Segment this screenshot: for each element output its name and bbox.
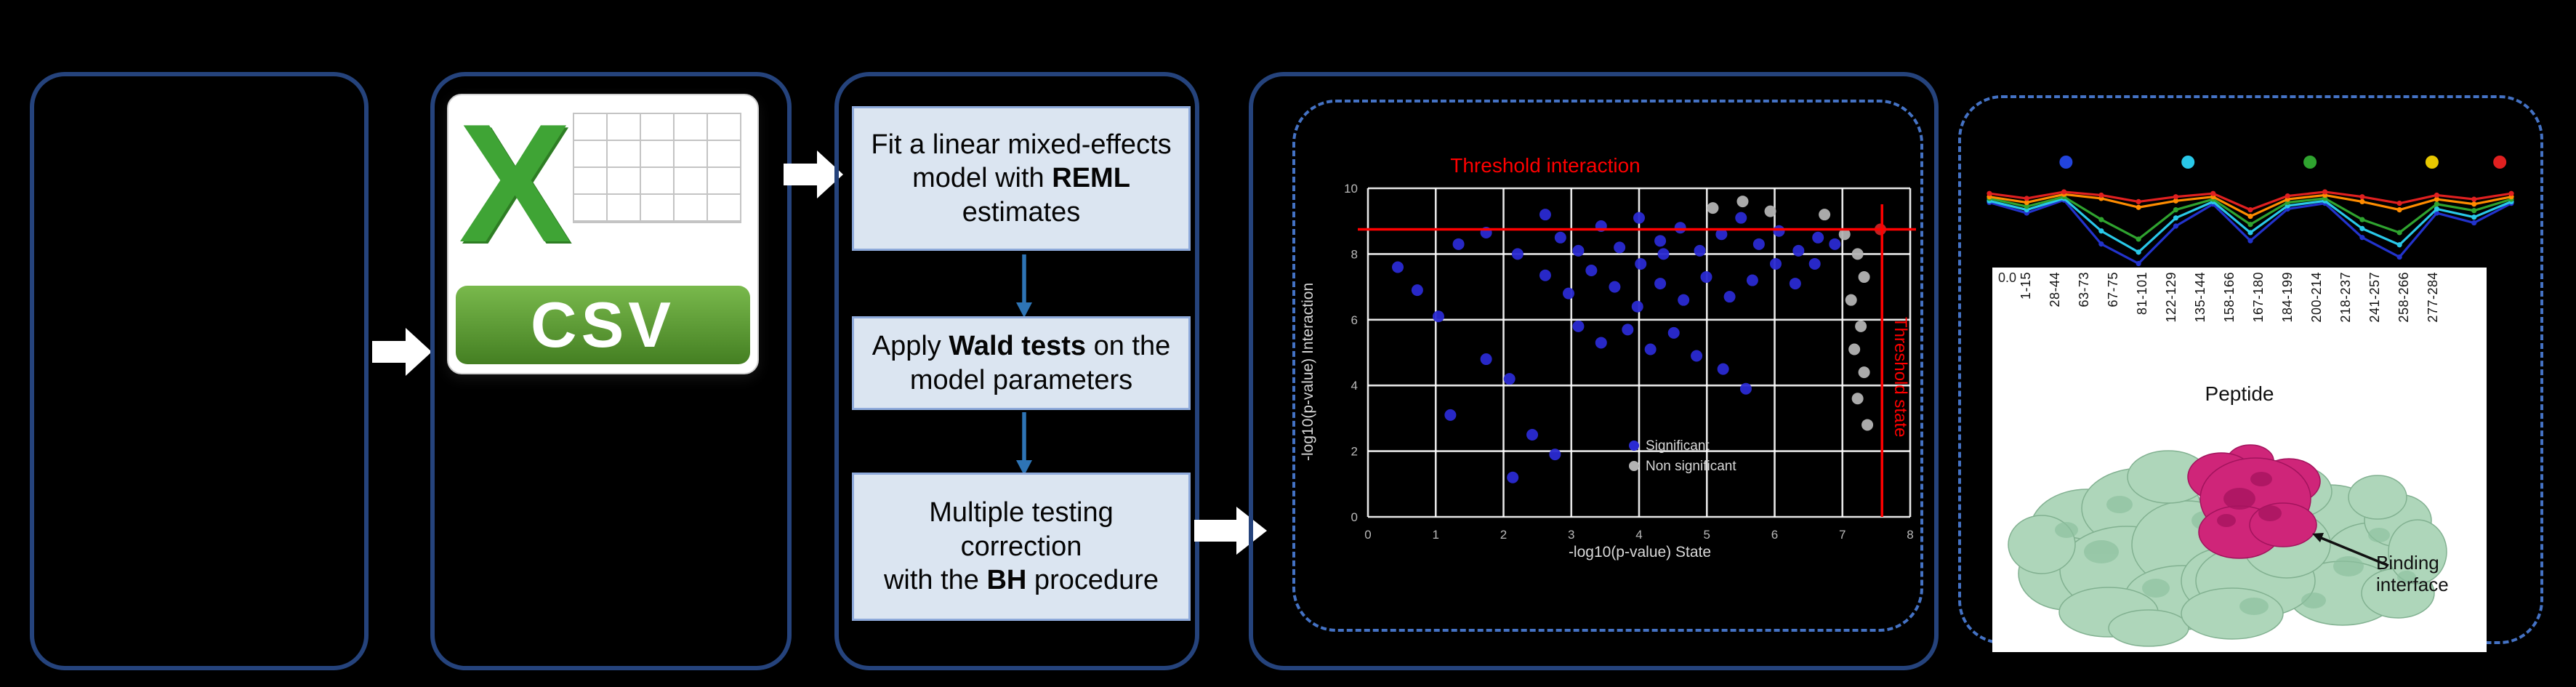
binding-caption-line1: Binding bbox=[2376, 552, 2439, 574]
panel-1 bbox=[30, 72, 369, 670]
svg-text:7: 7 bbox=[1839, 528, 1846, 542]
peptide-tick-label: 28-44 bbox=[2048, 272, 2062, 308]
svg-text:6: 6 bbox=[1351, 313, 1358, 327]
panel-statistical-model: Fit a linear mixed-effects model with RE… bbox=[834, 72, 1199, 670]
uptake-series bbox=[1987, 189, 2514, 267]
svg-text:4: 4 bbox=[1351, 379, 1358, 393]
scatter-dashed-frame bbox=[1292, 100, 1923, 632]
svg-text:2: 2 bbox=[1351, 445, 1358, 459]
panel-scatter-output: Threshold interaction 0 1 2 3 4 5 6 7 8 0 2 4 6 8 10 S… bbox=[1249, 72, 1939, 670]
panel-structure-output: 0.0 1-15 28-44 63-73 67-75 81-101 122-129 135-… bbox=[1958, 95, 2543, 670]
binding-interface-arrow-icon bbox=[2312, 533, 2389, 567]
panel-csv-input bbox=[430, 72, 792, 670]
peptide-tick-label: 63-73 bbox=[2077, 272, 2091, 308]
step1-text-end: estimates bbox=[962, 196, 1081, 228]
svg-text:8: 8 bbox=[1907, 528, 1913, 542]
scatter-grid bbox=[1367, 187, 1912, 518]
flow-arrow-right-icon bbox=[784, 150, 843, 198]
step3-text-end: procedure bbox=[1026, 565, 1159, 596]
peptide-tick-label: 200-214 bbox=[2309, 272, 2324, 323]
peptide-tick-label: 135-144 bbox=[2193, 272, 2207, 323]
svg-text:1: 1 bbox=[1433, 528, 1439, 542]
scatter-x-axis-label: -log10(p-value) State bbox=[1568, 544, 1712, 561]
peptide-tick-label: 218-237 bbox=[2338, 272, 2353, 323]
protein-surface-texture bbox=[2055, 496, 2416, 615]
step3-text: with the bbox=[883, 565, 987, 596]
step3-bold: BH bbox=[986, 565, 1027, 596]
excel-x-logo: X bbox=[459, 89, 571, 278]
svg-text:10: 10 bbox=[1344, 182, 1358, 196]
svg-text:Significant: Significant bbox=[1646, 438, 1710, 454]
csv-label: CSV bbox=[531, 289, 675, 361]
scatter-axis-ticks: 0 1 2 3 4 5 6 7 8 0 2 4 6 8 10 bbox=[1344, 182, 1914, 542]
svg-text:0: 0 bbox=[1364, 528, 1371, 542]
workflow-step-3: Multiple testing correction with the BH … bbox=[852, 473, 1191, 621]
svg-text:3: 3 bbox=[1568, 528, 1574, 542]
peptide-tick-label: 241-257 bbox=[2367, 272, 2382, 323]
threshold-state-label: Threshold state bbox=[1891, 317, 1910, 438]
svg-text:Non significant: Non significant bbox=[1646, 459, 1736, 474]
flow-arrow-right-icon bbox=[372, 328, 432, 376]
binding-interface-caption: Binding interface bbox=[2376, 552, 2492, 596]
svg-text:2: 2 bbox=[1500, 528, 1507, 542]
peptide-tick-label: 67-75 bbox=[2106, 272, 2120, 308]
binding-interface-texture bbox=[2217, 472, 2282, 527]
svg-text:0: 0 bbox=[1351, 510, 1358, 524]
peptide-axis-labels: 1-15 28-44 63-73 67-75 81-101 122-129 135-144 1… bbox=[1992, 272, 2487, 382]
peptide-tick-label: 1-15 bbox=[2018, 272, 2033, 300]
y-origin-tick: 0.0 bbox=[1998, 270, 2017, 285]
peptide-tick-label: 167-180 bbox=[2251, 272, 2266, 323]
step1-text: Fit a linear mixed-effects model with bbox=[871, 129, 1172, 194]
csv-file-icon: X CSV bbox=[447, 89, 759, 374]
svg-text:5: 5 bbox=[1704, 528, 1710, 542]
peptide-tick-label: 258-266 bbox=[2396, 272, 2411, 323]
svg-text:4: 4 bbox=[1635, 528, 1642, 542]
svg-text:8: 8 bbox=[1351, 247, 1358, 261]
scatter-thresholds bbox=[1358, 204, 1916, 517]
step3-line1: Multiple testing correction bbox=[929, 497, 1114, 562]
threshold-interaction-label: Threshold interaction bbox=[1450, 154, 1641, 177]
spreadsheet-grid-icon bbox=[573, 113, 741, 223]
binding-caption-line2: interface bbox=[2376, 573, 2449, 595]
step2-text-end: on the model parameters bbox=[909, 331, 1171, 395]
arrow-down-icon bbox=[1016, 412, 1032, 475]
step2-bold: Wald tests bbox=[949, 331, 1087, 362]
workflow-step-1: Fit a linear mixed-effects model with RE… bbox=[852, 106, 1191, 251]
peptide-axis-title: Peptide bbox=[2205, 382, 2274, 405]
svg-text:6: 6 bbox=[1771, 528, 1778, 542]
peptide-tick-label: 158-166 bbox=[2222, 272, 2237, 323]
uptake-chart-svg bbox=[1987, 156, 2514, 267]
peptide-panel: 0.0 1-15 28-44 63-73 67-75 81-101 122-129 135-… bbox=[1992, 268, 2487, 652]
peptide-tick-label: 122-129 bbox=[2164, 272, 2178, 323]
csv-banner: CSV bbox=[456, 286, 750, 364]
peptide-tick-label: 81-101 bbox=[2135, 272, 2149, 316]
step1-bold: REML bbox=[1052, 163, 1130, 194]
protein-structure-illustration bbox=[2008, 444, 2447, 647]
peptide-tick-label: 277-284 bbox=[2426, 272, 2440, 323]
step2-text: Apply bbox=[872, 331, 949, 362]
workflow-step-2: Apply Wald tests on the model parameters bbox=[852, 316, 1191, 410]
scatter-y-axis-label: -log10(p-value) Interaction bbox=[1300, 282, 1316, 461]
peptide-tick-label: 184-199 bbox=[2280, 272, 2295, 323]
arrow-down-icon bbox=[1016, 254, 1032, 318]
timepoint-dots bbox=[2059, 156, 2507, 169]
